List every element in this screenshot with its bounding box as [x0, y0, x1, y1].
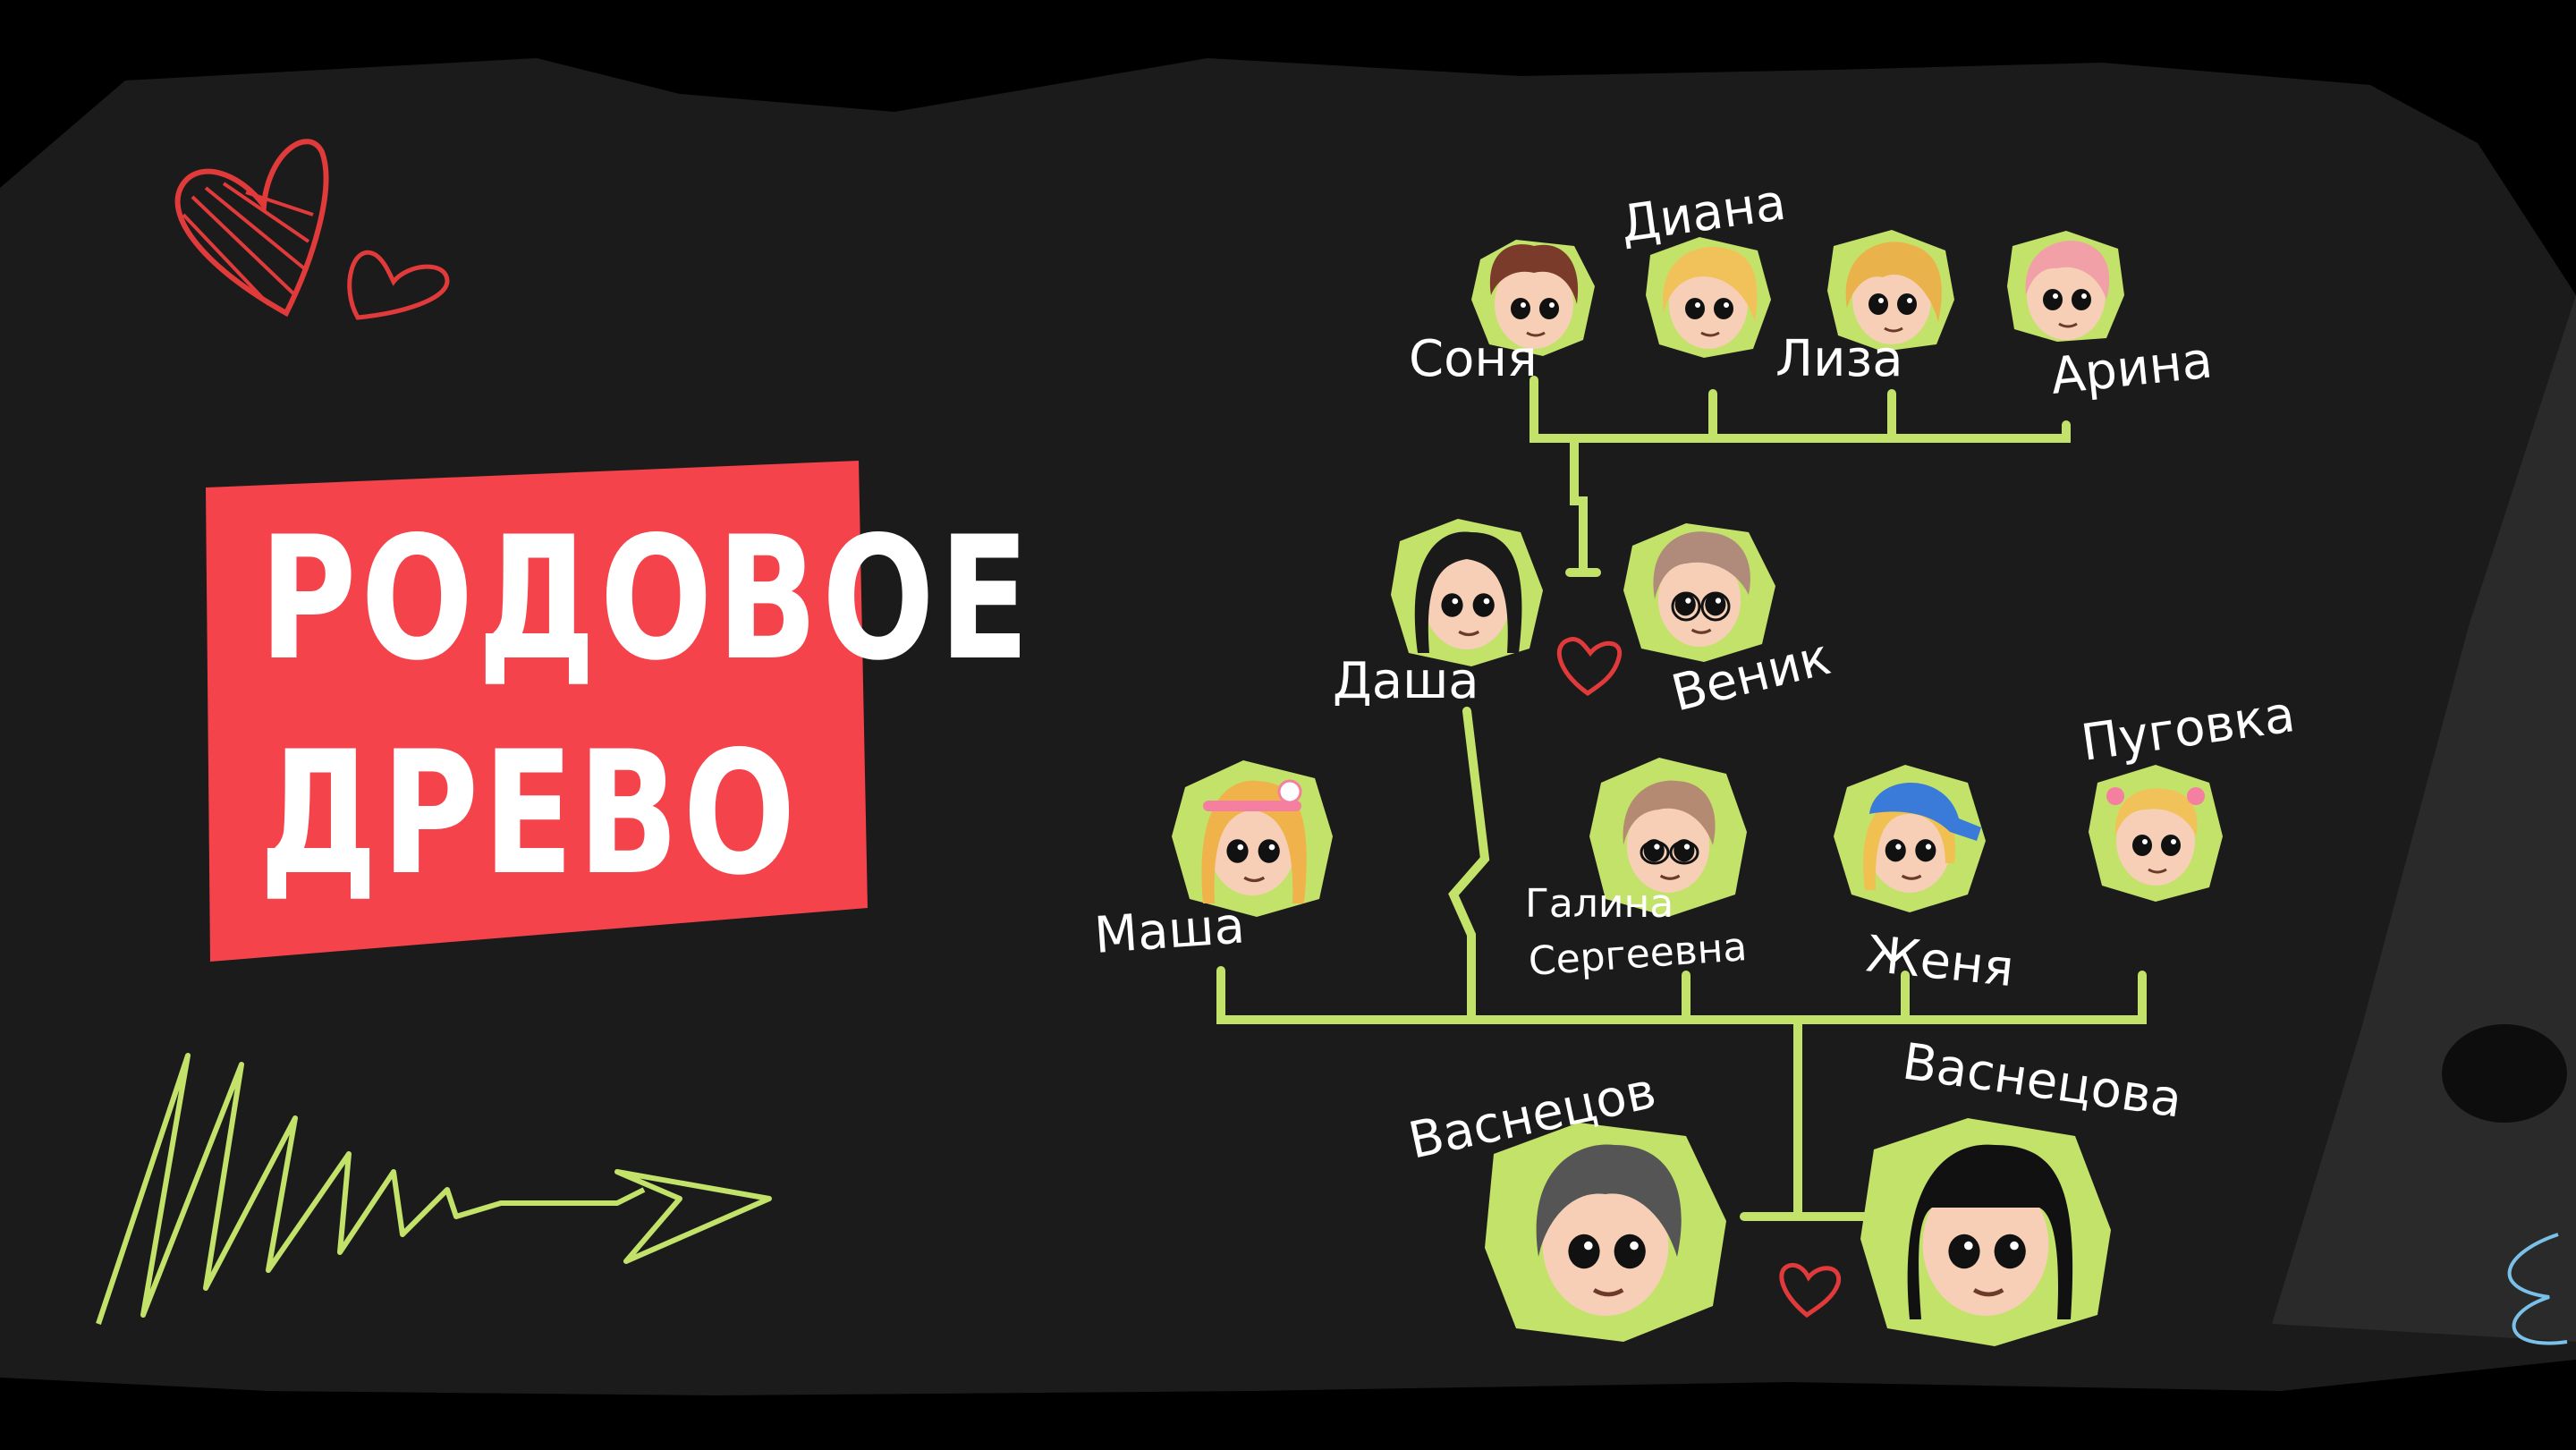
pink-braids-icon	[2025, 241, 2110, 300]
glasses-icon	[1671, 591, 1731, 622]
dark-smudge	[2442, 1024, 2567, 1123]
label-dasha: Даша	[1333, 652, 1479, 710]
hair-bow-icon	[2187, 787, 2205, 805]
title-line-2: ДРЕВО	[259, 715, 801, 912]
avatar-pugovka[interactable]	[2089, 765, 2223, 902]
arrow-scribble-icon	[96, 1053, 772, 1325]
label-masha: Маша	[1092, 896, 1246, 965]
pigtails-hair-icon	[2114, 788, 2198, 836]
glasses-icon	[1640, 840, 1699, 865]
curly-hair-icon	[1489, 244, 1579, 304]
brown-hair-icon	[1653, 531, 1750, 599]
label-sonya: Соня	[1409, 330, 1538, 388]
black-hair-icon	[1414, 531, 1522, 653]
blonde-hair-icon	[1201, 780, 1307, 903]
avatar-masha[interactable]	[1172, 760, 1333, 917]
avatar-venik[interactable]	[1623, 523, 1775, 662]
couple-heart-bottom-icon	[1779, 1262, 1842, 1319]
title-line-1: РОДОВОЕ	[259, 500, 1034, 698]
grey-hair-icon	[1536, 1144, 1682, 1257]
avatar-vasnetsov[interactable]	[1485, 1123, 1726, 1342]
couple-heart-icon	[1556, 636, 1623, 697]
tree-connectors	[1216, 376, 2147, 1221]
avatar-diana[interactable]	[1646, 237, 1771, 358]
avatar-arina[interactable]	[2007, 231, 2124, 342]
label-galina-1: Галина	[1525, 881, 1674, 927]
flower-icon	[1277, 779, 1302, 804]
label-liza: Лиза	[1775, 330, 1903, 388]
cap-icon	[1869, 783, 1981, 841]
headband-icon	[1203, 801, 1301, 811]
heart-small-icon	[347, 250, 450, 320]
background-paper	[0, 58, 2576, 1395]
avatar-sonya[interactable]	[1471, 240, 1595, 356]
avatar-vasnetsova[interactable]	[1860, 1118, 2111, 1346]
avatar-galina[interactable]	[1589, 758, 1747, 917]
avatar-zhenya[interactable]	[1834, 765, 1986, 912]
black-bangs-icon	[1907, 1144, 2073, 1319]
braids-hair-icon	[1623, 780, 1716, 845]
blue-scribble-icon	[2507, 1233, 2568, 1345]
hair-bow-icon	[2106, 787, 2124, 805]
avatar-dasha[interactable]	[1391, 519, 1543, 666]
avatar-liza[interactable]	[1827, 230, 1954, 352]
blonde-hair-icon	[1863, 796, 1955, 890]
blonde-hair-icon	[1845, 242, 1942, 322]
heart-large-icon	[174, 139, 329, 318]
blonde-hair-icon	[1663, 247, 1758, 322]
title-banner: РОДОВОЕ ДРЕВО	[206, 461, 1030, 962]
title-banner-background	[206, 461, 868, 962]
